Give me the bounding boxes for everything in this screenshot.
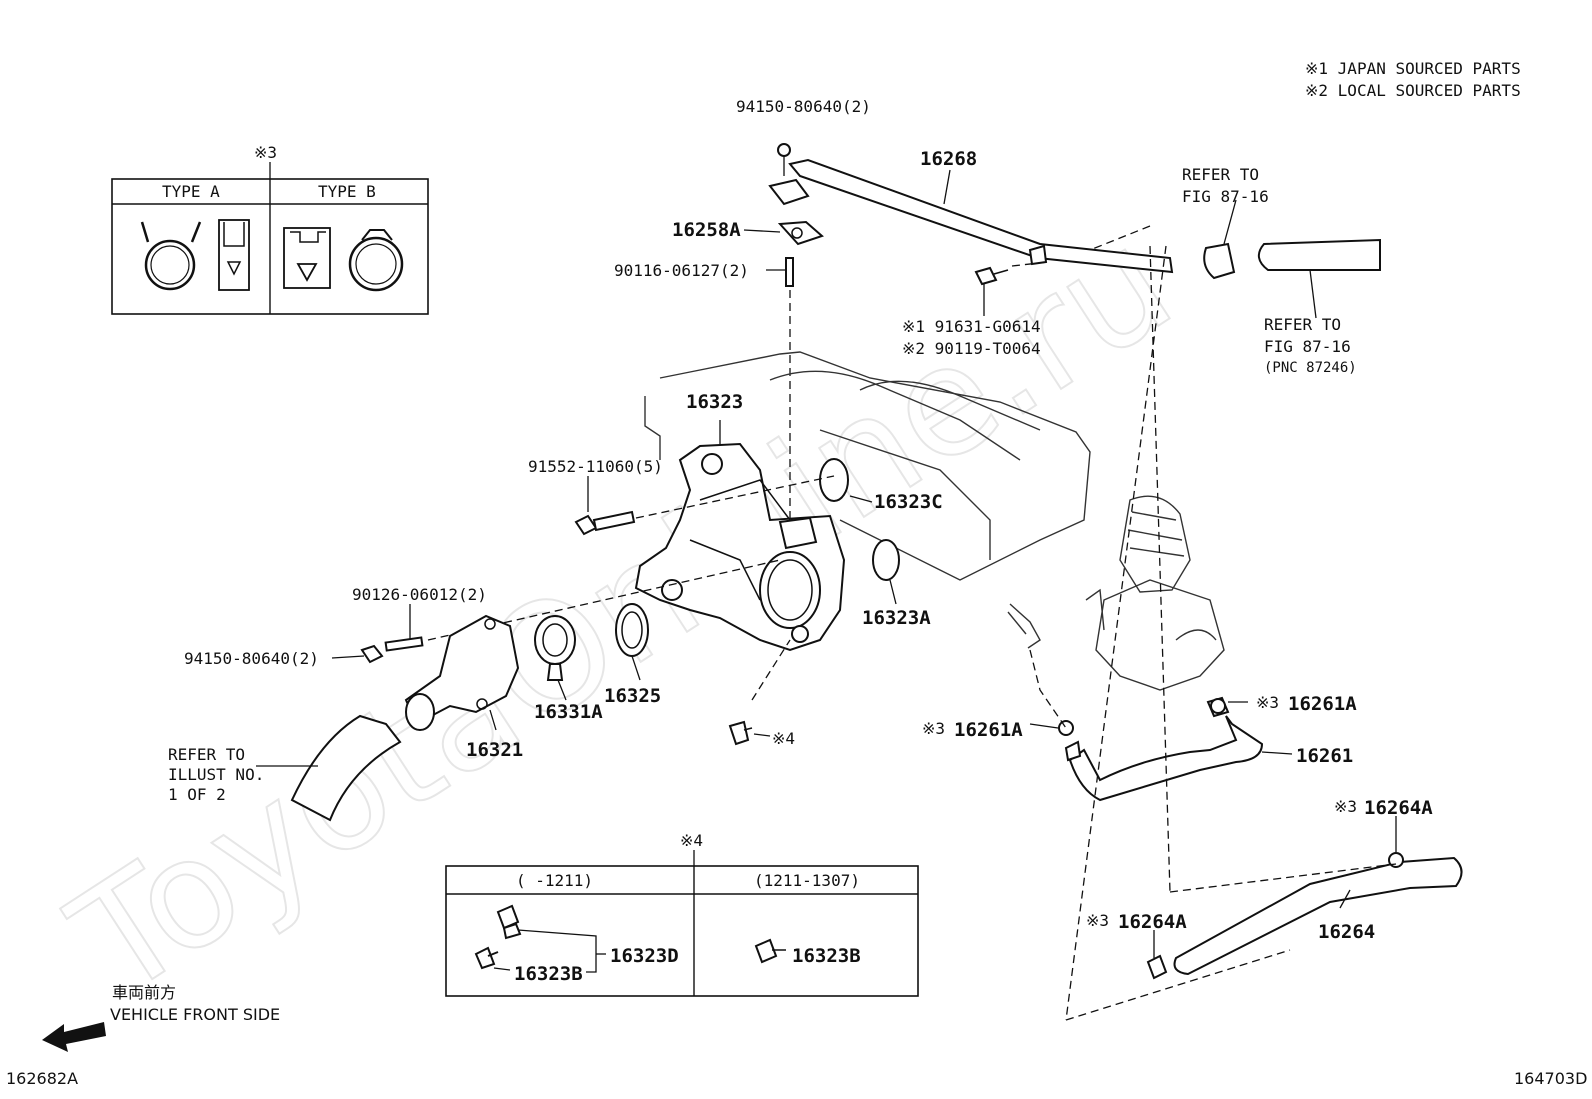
label-16261A-right-mark: ※3 <box>1256 693 1279 712</box>
label-16323: 16323 <box>686 391 743 413</box>
label-16258A: 16258A <box>672 219 741 241</box>
hose-clamp-type-b-icon <box>283 227 404 292</box>
label-16264A-right-mark: ※3 <box>1334 797 1357 816</box>
date-table-mark: ※4 <box>680 831 703 850</box>
clip-16261A-left <box>1058 720 1074 736</box>
engine-block-outline <box>644 351 1091 649</box>
o-ring-16323A <box>872 539 900 581</box>
label-16261A-left: 16261A <box>954 719 1023 741</box>
gasket-16325 <box>615 603 649 657</box>
ref-illust-l3: 1 OF 2 <box>168 785 226 804</box>
stud-90126 <box>384 636 424 652</box>
label-94150-top: 94150-80640(2) <box>736 97 871 116</box>
vehicle-front-indicator: 車両前方 VEHICLE FRONT SIDE <box>42 983 280 1052</box>
label-16325: 16325 <box>604 685 661 707</box>
legend-local-sourced: ※2 LOCAL SOURCED PARTS <box>1305 81 1521 100</box>
label-16268: 16268 <box>920 148 977 170</box>
label-16331A: 16331A <box>534 701 603 723</box>
label-16264A-left-mark: ※3 <box>1086 911 1109 930</box>
bypass-pipe-16268 <box>768 143 1381 280</box>
label-16321: 16321 <box>466 739 523 761</box>
label-90126: 90126-06012(2) <box>352 585 487 604</box>
drain-plug <box>728 720 753 746</box>
ref-fig-87-16-right-l1: REFER TO <box>1264 315 1341 334</box>
water-hose-16261 <box>1064 696 1264 802</box>
radiator-hose <box>290 714 402 822</box>
ref-fig-87-16-top-l2: FIG 87-16 <box>1182 187 1269 206</box>
clip-type-a-label: TYPE A <box>162 182 220 201</box>
date-col-1: ( -1211) <box>516 871 593 890</box>
label-16323A: 16323A <box>862 607 931 629</box>
throttle-body-assembly <box>1085 495 1225 691</box>
label-16264A-left: 16264A <box>1118 911 1187 933</box>
label-drain-plug-mark: ※4 <box>772 729 795 748</box>
ref-fig-87-16-right-l3: (PNC 87246) <box>1264 360 1357 376</box>
label-16264A-right: 16264A <box>1364 797 1433 819</box>
bolt-91631 <box>974 266 1009 286</box>
spring-clip-type-a-icon <box>140 219 250 291</box>
ref-illust-l2: ILLUST NO. <box>168 765 264 784</box>
label-94150-left: 94150-80640(2) <box>184 649 319 668</box>
label-16323C: 16323C <box>874 491 943 513</box>
label-90116: 90116-06127(2) <box>614 261 749 280</box>
date-c1-16323B: 16323B <box>514 963 583 985</box>
clip-table-mark: ※3 <box>254 143 277 162</box>
thermostat-16331A <box>534 615 576 681</box>
label-91552: 91552-11060(5) <box>528 457 663 476</box>
label-16264: 16264 <box>1318 921 1375 943</box>
drain-plug-date-table: ※4 ( -1211) (1211-1307) 16323D 16323B 16… <box>445 831 919 997</box>
clip-type-table: ※3 TYPE A TYPE B <box>111 143 429 315</box>
vehicle-front-jp: 車両前方 <box>112 983 176 1002</box>
date-c2-16323B: 16323B <box>792 945 861 967</box>
gasket-16258A <box>777 220 824 246</box>
figure-code-right: 164703D <box>1514 1069 1587 1088</box>
date-c1-16323D: 16323D <box>610 945 679 967</box>
water-hose-16264 <box>1173 852 1463 976</box>
label-16261A-left-mark: ※3 <box>922 719 945 738</box>
label-290119: ※2 90119-T0064 <box>902 339 1041 358</box>
label-16261A-right: 16261A <box>1288 693 1357 715</box>
vehicle-front-en: VEHICLE FRONT SIDE <box>110 1005 280 1024</box>
figure-code-left: 162682A <box>6 1069 78 1088</box>
ref-illust-l1: REFER TO <box>168 745 245 764</box>
bolt-91552 <box>574 510 636 536</box>
ref-fig-87-16-right-l2: FIG 87-16 <box>1264 337 1351 356</box>
clip-16264A-lower <box>1146 954 1168 980</box>
clip-type-b-label: TYPE B <box>318 182 376 201</box>
ref-fig-87-16-top-l1: REFER TO <box>1182 165 1259 184</box>
water-outlet-16323 <box>634 442 846 652</box>
clip-16261A-right <box>1210 698 1226 714</box>
nut-94150-left <box>360 644 384 664</box>
legend-japan-sourced: ※1 JAPAN SOURCED PARTS <box>1305 59 1521 78</box>
date-col-2: (1211-1307) <box>754 871 860 890</box>
o-ring-16323C <box>819 458 849 502</box>
front-arrow-icon <box>42 1022 106 1052</box>
water-inlet-16321 <box>404 614 520 731</box>
label-16261: 16261 <box>1296 745 1353 767</box>
stud-90116 <box>785 257 794 287</box>
label-191631: ※1 91631-G0614 <box>902 317 1041 336</box>
